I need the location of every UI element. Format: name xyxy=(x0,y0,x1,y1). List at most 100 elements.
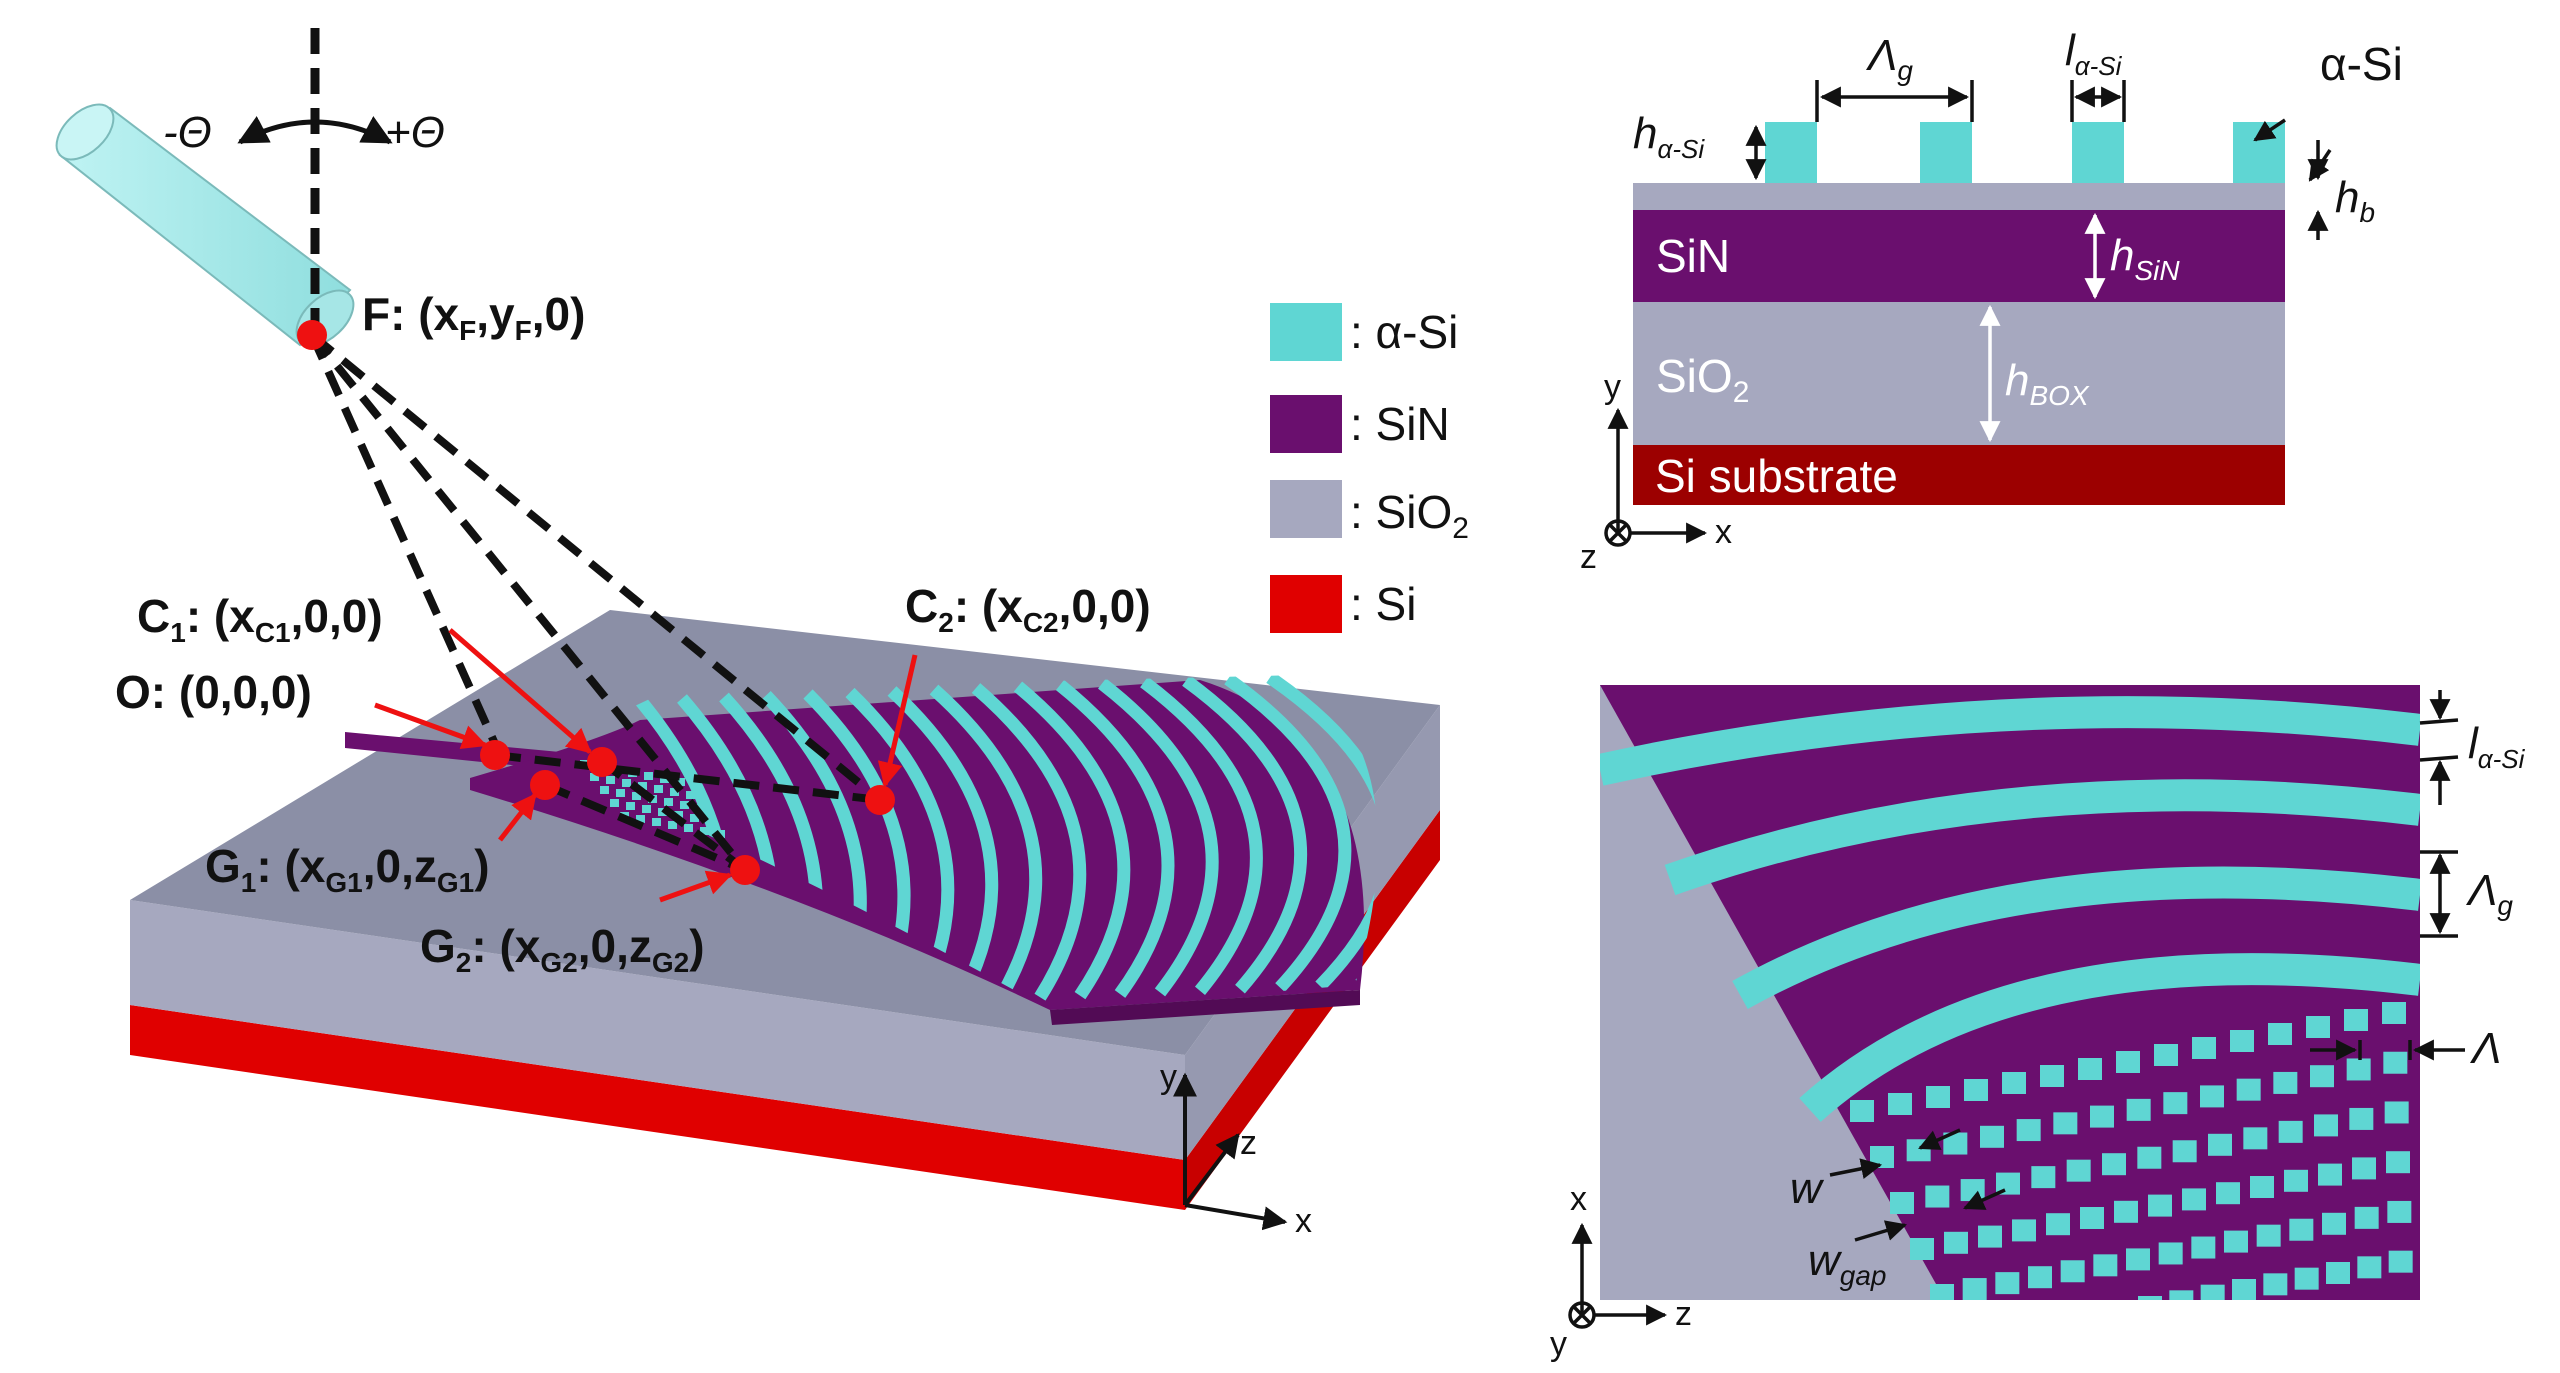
tv-dot xyxy=(2420,1145,2444,1167)
tv-dot xyxy=(2060,1260,2085,1283)
tv-dot xyxy=(2116,1051,2140,1073)
tv-dot xyxy=(2046,1213,2070,1236)
tv-dot xyxy=(2148,1194,2172,1217)
tv-dot xyxy=(2273,1071,2298,1094)
tv-dot xyxy=(2382,1002,2406,1024)
swg-dot xyxy=(642,805,651,813)
point-c2 xyxy=(865,785,895,815)
tv-dot xyxy=(2388,1250,2413,1273)
swg-dot xyxy=(590,773,599,781)
tv-dot xyxy=(2080,1207,2104,1229)
tv-dot xyxy=(2040,1065,2064,1087)
label-c1: C1: (xC1,0,0) xyxy=(137,590,383,648)
tv-dot xyxy=(2053,1112,2078,1135)
tv-dot xyxy=(1930,1284,1954,1300)
tv-dot xyxy=(2126,1248,2150,1271)
xs-lambda-g: Λg xyxy=(1865,31,1913,86)
tv-dot xyxy=(2420,1195,2444,1217)
xs-axis-z: z xyxy=(1580,538,1597,576)
tv-axis-z: z xyxy=(1675,1295,1692,1333)
tv-dot xyxy=(2028,1266,2052,1289)
sio2-front xyxy=(130,900,1185,1160)
swg-dot xyxy=(676,778,685,786)
tv-band xyxy=(1664,779,2420,896)
tv-dot xyxy=(2318,1163,2342,1186)
point-c1 xyxy=(587,747,617,777)
tv-dot xyxy=(1944,1231,1968,1254)
grating-tooth xyxy=(1182,675,1308,994)
swg-dot xyxy=(690,814,699,822)
tv-dot xyxy=(1980,1125,2004,1148)
tv-dot xyxy=(2114,1200,2138,1223)
tv-grating-bands xyxy=(1600,696,2420,1122)
grating-tooth xyxy=(1224,675,1352,993)
tv-dot xyxy=(2346,1058,2371,1081)
tv-dot xyxy=(2093,1254,2118,1277)
tv-dot xyxy=(1962,1278,1987,1300)
tv-dot xyxy=(2200,1085,2224,1108)
tv-dot xyxy=(1850,1100,1874,1122)
tv-dot xyxy=(2216,1182,2240,1205)
tv-dot xyxy=(2289,1218,2314,1241)
tv-dot xyxy=(2102,1153,2126,1176)
tv-dot xyxy=(1960,1179,1985,1202)
tv-dot xyxy=(2390,1300,2414,1322)
tv-axis-x: x xyxy=(1570,1180,1587,1218)
tv-dot xyxy=(2224,1230,2248,1253)
tv-dot xyxy=(2078,1058,2102,1080)
xs-dimensions xyxy=(1745,80,2332,240)
left-axes xyxy=(1173,1072,1288,1231)
key-points xyxy=(297,320,895,885)
xs-sin-label: SiN xyxy=(1656,230,1730,282)
tv-dot xyxy=(1964,1079,1988,1101)
xs-alpha-si-label: α-Si xyxy=(2320,38,2403,90)
xs-h-b: hb xyxy=(2335,173,2375,228)
tv-dot xyxy=(2420,1295,2444,1317)
tv-dot xyxy=(2284,1169,2308,1192)
tv-dot xyxy=(2182,1188,2206,1211)
swg-dot xyxy=(684,824,693,832)
sin-fan-edge xyxy=(1050,990,1360,1025)
grating-tooth xyxy=(1098,678,1219,997)
tv-dot xyxy=(1995,1272,2020,1295)
swg-dot xyxy=(680,801,689,809)
xs-axis-y: y xyxy=(1604,368,1621,406)
si-layer-side xyxy=(1185,810,1440,1210)
tv-dot xyxy=(2002,1072,2026,1094)
tv-dot xyxy=(2031,1166,2056,1189)
tv-dot xyxy=(2158,1242,2183,1265)
xs-substrate xyxy=(1633,445,2285,505)
tv-dot xyxy=(2357,1256,2382,1279)
tv-dot xyxy=(2243,1127,2268,1150)
label-o: O: (0,0,0) xyxy=(115,666,312,718)
xs-h-asi: hα-Si xyxy=(1633,109,1705,164)
angle-minus-label: -Θ xyxy=(163,108,212,157)
xs-axes xyxy=(1604,407,1708,547)
tv-dot xyxy=(1925,1185,1950,1208)
cross-section: Λg lα-Si α-Si hα-Si hb SiN hSiN SiO2 hBO… xyxy=(1580,26,2403,576)
tv-dot xyxy=(2344,1009,2368,1031)
tv-dot xyxy=(2383,1051,2408,1074)
tv-dot xyxy=(2300,1317,2324,1339)
tv-dot xyxy=(2210,1333,2234,1355)
tv-dot xyxy=(2294,1267,2319,1290)
tv-dot xyxy=(2268,1023,2292,1045)
tv-dot xyxy=(2420,995,2444,1017)
xs-l-asi: lα-Si xyxy=(2065,26,2123,81)
tv-dot xyxy=(2278,1120,2303,1143)
chip-3d-view xyxy=(130,610,1440,1210)
tv-dot xyxy=(2263,1273,2288,1296)
swg-dot xyxy=(632,792,641,800)
legend-swatch-sin xyxy=(1270,395,1342,453)
legend-label-sin: : SiN xyxy=(1350,398,1450,450)
swg-dot xyxy=(600,786,609,794)
xs-box xyxy=(1633,302,2285,445)
tv-dot xyxy=(2163,1092,2188,1115)
tv-dot xyxy=(2075,1307,2099,1329)
xs-h-box: hBOX xyxy=(2005,356,2090,411)
swg-dot xyxy=(652,818,661,826)
tv-dot xyxy=(2016,1119,2041,1142)
tv-dot xyxy=(1888,1093,1912,1115)
tv-dot xyxy=(2169,1290,2194,1300)
swg-dot xyxy=(670,788,679,796)
